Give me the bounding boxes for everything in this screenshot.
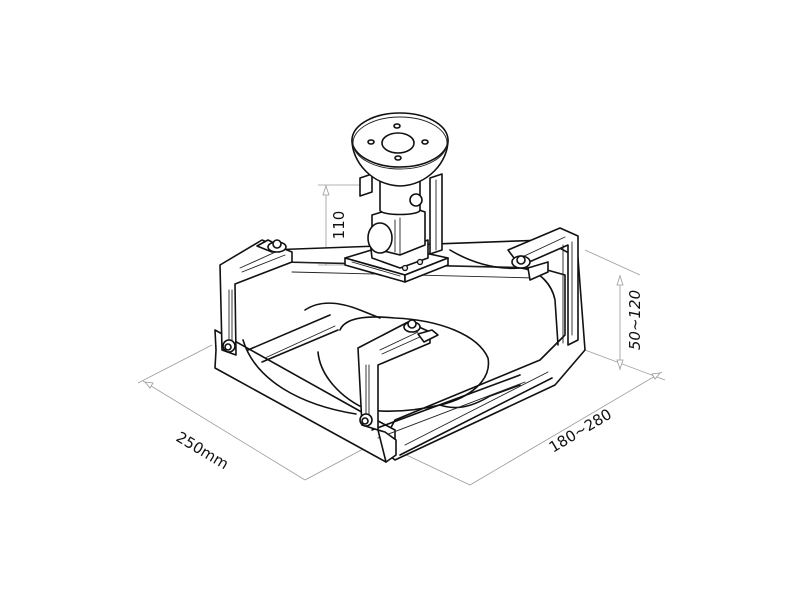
- tray-floor: [247, 302, 526, 439]
- left-bracket-side-bolt-icon: [222, 339, 236, 353]
- dimension-50-120: 50~120: [584, 249, 666, 381]
- front-bracket: [357, 319, 439, 463]
- right-bracket-bolt-icon: [511, 255, 531, 269]
- front-bracket-top-bolt-icon: [403, 319, 421, 333]
- dimension-label-250mm: 250mm: [173, 428, 232, 473]
- left-bracket-top-bolt-icon: [267, 239, 287, 253]
- mount-hole-icon: [393, 123, 401, 129]
- ceiling-disc: [351, 112, 449, 187]
- center-hole-icon: [381, 132, 415, 154]
- plate-screw-icon-2: [416, 258, 424, 266]
- mount-hole-icon: [394, 155, 402, 161]
- left-bracket: [219, 239, 293, 356]
- dimension-label-180-280: 180~280: [546, 405, 615, 456]
- dimension-label-50-120: 50~120: [626, 290, 644, 350]
- front-bracket-side-bolt-icon: [359, 413, 373, 427]
- dimension-label-110: 110: [330, 211, 348, 240]
- mount-hole-icon: [367, 139, 375, 145]
- mount-hole-icon: [421, 139, 429, 145]
- plate-screw-icon: [401, 264, 409, 272]
- right-bracket: [507, 227, 579, 346]
